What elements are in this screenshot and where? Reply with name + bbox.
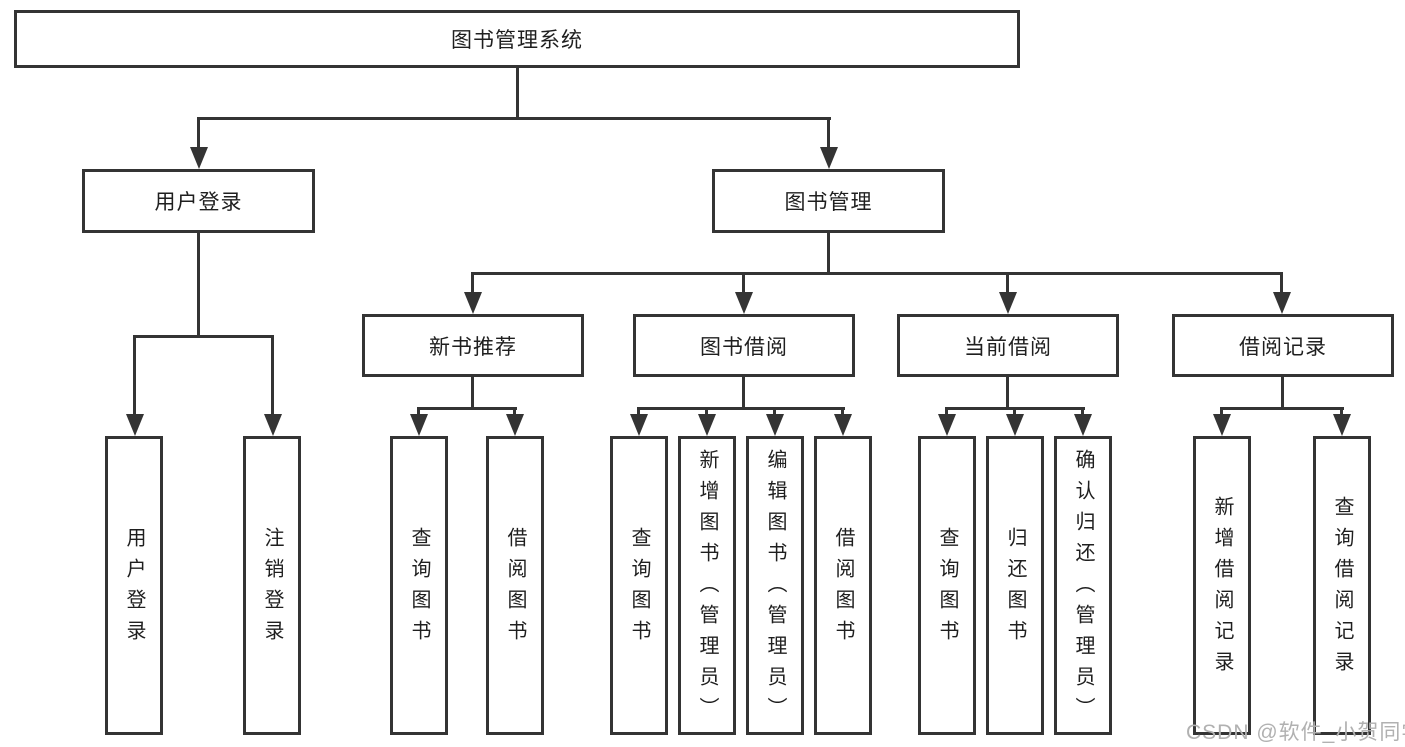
connector-line bbox=[197, 117, 831, 120]
node-leaf-add-book-admin: 新增图书（管理员） bbox=[678, 436, 736, 735]
connector-line bbox=[471, 376, 474, 410]
node-leaf-query-book-borrowing: 查询图书 bbox=[610, 436, 668, 735]
node-new-book-recommend: 新书推荐 bbox=[362, 314, 584, 377]
node-borrowing-records: 借阅记录 bbox=[1172, 314, 1394, 377]
arrow-down-icon bbox=[506, 414, 524, 436]
node-leaf-return-book: 归还图书 bbox=[986, 436, 1044, 735]
connector-line bbox=[471, 272, 1283, 275]
connector-line bbox=[1280, 272, 1283, 294]
connector-line bbox=[742, 376, 745, 410]
connector-line bbox=[271, 335, 274, 416]
arrow-down-icon bbox=[1333, 414, 1351, 436]
node-leaf-add-borrow-record: 新增借阅记录 bbox=[1193, 436, 1251, 735]
arrow-down-icon bbox=[126, 414, 144, 436]
arrow-down-icon bbox=[464, 292, 482, 314]
connector-line bbox=[513, 407, 516, 417]
node-leaf-user-login: 用户登录 bbox=[105, 436, 163, 735]
arrow-down-icon bbox=[190, 147, 208, 169]
connector-line bbox=[827, 117, 830, 149]
connector-line bbox=[133, 335, 136, 416]
connector-line bbox=[1281, 376, 1284, 410]
arrow-down-icon bbox=[735, 292, 753, 314]
connector-line bbox=[705, 407, 708, 417]
connector-line bbox=[516, 67, 519, 120]
arrow-down-icon bbox=[1074, 414, 1092, 436]
arrow-down-icon bbox=[630, 414, 648, 436]
node-leaf-borrow-book-recommend: 借阅图书 bbox=[486, 436, 544, 735]
connector-line bbox=[471, 272, 474, 294]
connector-line bbox=[945, 407, 948, 417]
node-leaf-edit-book-admin: 编辑图书（管理员） bbox=[746, 436, 804, 735]
arrow-down-icon bbox=[1213, 414, 1231, 436]
connector-line bbox=[1006, 272, 1009, 294]
connector-line bbox=[1006, 376, 1009, 410]
node-leaf-query-book-recommend: 查询图书 bbox=[390, 436, 448, 735]
connector-line bbox=[637, 407, 640, 417]
arrow-down-icon bbox=[264, 414, 282, 436]
connector-line bbox=[197, 233, 200, 338]
connector-line bbox=[197, 117, 200, 149]
node-current-borrowing: 当前借阅 bbox=[897, 314, 1119, 377]
csdn-watermark: CSDN @软件_小贺同学 bbox=[1186, 721, 1405, 744]
node-book-management: 图书管理 bbox=[712, 169, 945, 233]
arrow-down-icon bbox=[1006, 414, 1024, 436]
node-book-borrowing: 图书借阅 bbox=[633, 314, 855, 377]
connector-line bbox=[773, 407, 776, 417]
connector-line bbox=[1081, 407, 1084, 417]
node-library-management-system: 图书管理系统 bbox=[14, 10, 1020, 68]
connector-line bbox=[827, 233, 830, 275]
connector-line bbox=[1220, 407, 1344, 410]
connector-line bbox=[417, 407, 420, 417]
connector-line bbox=[637, 407, 845, 410]
connector-line bbox=[1340, 407, 1343, 417]
node-user-login: 用户登录 bbox=[82, 169, 315, 233]
node-leaf-logout: 注销登录 bbox=[243, 436, 301, 735]
arrow-down-icon bbox=[1273, 292, 1291, 314]
node-leaf-confirm-return-admin: 确认归还（管理员） bbox=[1054, 436, 1112, 735]
arrow-down-icon bbox=[820, 147, 838, 169]
connector-line bbox=[742, 272, 745, 294]
arrow-down-icon bbox=[766, 414, 784, 436]
connector-line bbox=[1013, 407, 1016, 417]
node-leaf-borrow-book-borrowing: 借阅图书 bbox=[814, 436, 872, 735]
arrow-down-icon bbox=[410, 414, 428, 436]
connector-line bbox=[133, 335, 274, 338]
node-leaf-query-borrow-record: 查询借阅记录 bbox=[1313, 436, 1371, 735]
connector-line bbox=[1220, 407, 1223, 417]
connector-line bbox=[841, 407, 844, 417]
arrow-down-icon bbox=[698, 414, 716, 436]
node-leaf-query-book-current: 查询图书 bbox=[918, 436, 976, 735]
connector-line bbox=[417, 407, 517, 410]
arrow-down-icon bbox=[834, 414, 852, 436]
arrow-down-icon bbox=[999, 292, 1017, 314]
arrow-down-icon bbox=[938, 414, 956, 436]
